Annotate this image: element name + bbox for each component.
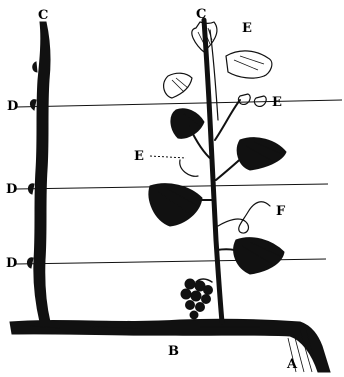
- label-c-right: C: [196, 8, 206, 21]
- leader-e-left: [150, 156, 186, 158]
- label-a: A: [287, 358, 297, 371]
- left-old-cane: [27, 22, 50, 322]
- label-b: B: [168, 345, 179, 358]
- label-e-left: E: [134, 150, 144, 163]
- label-e-top: E: [242, 22, 252, 35]
- leaf: [171, 109, 204, 139]
- leaf: [149, 184, 202, 226]
- grape-cluster: [181, 279, 213, 319]
- leaf: [226, 51, 272, 78]
- label-e-right: E: [272, 96, 282, 109]
- label-c-left: C: [38, 9, 48, 22]
- label-d-middle: D: [6, 183, 17, 196]
- wire-upper: [16, 100, 342, 107]
- right-young-shoot: [180, 20, 250, 322]
- label-d-lower: D: [6, 257, 17, 270]
- label-f: F: [276, 205, 285, 218]
- label-d-upper: D: [7, 100, 18, 113]
- leaf: [237, 138, 286, 170]
- tendril: [218, 202, 270, 233]
